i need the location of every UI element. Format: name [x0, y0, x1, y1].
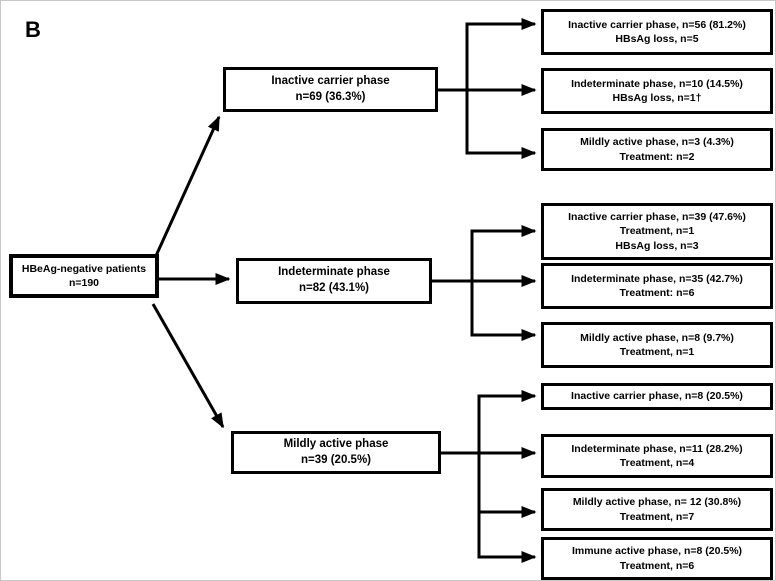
node-text-line: Treatment: n=6 — [619, 287, 695, 299]
node-text-line: Mildly active phase, n= 12 (30.8%) — [572, 496, 742, 509]
node-text-line: Treatment, n=6 — [619, 559, 695, 572]
node-text-line: Treatment, n=4 — [619, 457, 695, 469]
node-text-line: Inactive carrier phase, n=39 (47.6%) — [568, 211, 746, 224]
node-text-line: Indeterminate phase — [278, 266, 390, 279]
outcome-node-inactive-to-inactive: Inactive carrier phase, n=56 (81.2%) HBs… — [541, 9, 773, 55]
node-text-line: HBeAg-negative patients — [21, 262, 147, 275]
outcome-node-mildly-to-inactive: Inactive carrier phase, n=8 (20.5%) — [541, 383, 773, 410]
phase-node-inactive-carrier: Inactive carrier phase n=69 (36.3%) — [223, 67, 438, 112]
outcome-node-inactive-to-mildly-active: Mildly active phase, n=3 (4.3%) Treatmen… — [541, 128, 773, 171]
panel-label: B — [25, 17, 41, 42]
node-text-line: Treatment, n=7 — [619, 510, 695, 523]
node-text-line: n=39 (20.5%) — [301, 453, 371, 466]
node-text-line: Mildly active phase, n=8 (9.7%) — [580, 331, 734, 344]
node-text-line: Treatment: n=2 — [619, 150, 695, 163]
node-text-line: n=69 (36.3%) — [295, 90, 366, 103]
node-text-line: Indeterminate phase, n=10 (14.5%) — [571, 77, 743, 90]
arrow-root-to-inactive — [153, 115, 221, 259]
outcome-node-inactive-to-indeterminate: Indeterminate phase, n=10 (14.5%) HBsAg … — [541, 68, 773, 114]
node-text-line: Inactive carrier phase, n=8 (20.5%) — [571, 390, 743, 403]
outcome-node-indeterminate-to-inactive: Inactive carrier phase, n=39 (47.6%) Tre… — [541, 203, 773, 260]
node-text-line: Mildly active phase, n=3 (4.3%) — [580, 136, 734, 149]
node-text-line: HBsAg loss, n=5 — [615, 33, 699, 45]
outcome-node-mildly-to-immune-active: Immune active phase, n=8 (20.5%) Treatme… — [541, 537, 773, 580]
node-text-line: Treatment, n=1 — [619, 346, 695, 358]
node-text-line: n=190 — [68, 277, 100, 289]
node-text-line: Mildly active phase — [283, 437, 389, 450]
node-text-line: Inactive carrier phase — [271, 74, 390, 87]
outcome-node-mildly-to-indeterminate: Indeterminate phase, n=11 (28.2%) Treatm… — [541, 434, 773, 478]
outcome-node-indeterminate-to-indeterminate: Indeterminate phase, n=35 (42.7%) Treatm… — [541, 263, 773, 309]
node-text-line: Indeterminate phase, n=35 (42.7%) — [571, 272, 743, 285]
outcome-node-indeterminate-to-mildly-active: Mildly active phase, n=8 (9.7%) Treatmen… — [541, 322, 773, 368]
node-text-line: Inactive carrier phase, n=56 (81.2%) — [568, 18, 746, 31]
root-node: HBeAg-negative patients n=190 — [9, 254, 159, 298]
phase-node-mildly-active: Mildly active phase n=39 (20.5%) — [231, 431, 441, 474]
outcome-node-mildly-to-mildly-active: Mildly active phase, n= 12 (30.8%) Treat… — [541, 488, 773, 531]
node-text-line: Indeterminate phase, n=11 (28.2%) — [571, 442, 743, 455]
node-text-line: Treatment, n=1 — [619, 225, 695, 238]
node-text-line: HBsAg loss, n=1† — [612, 92, 702, 104]
node-text-line: Immune active phase, n=8 (20.5%) — [571, 545, 743, 558]
arrow-root-to-mildly-active — [151, 303, 225, 429]
phase-node-indeterminate: Indeterminate phase n=82 (43.1%) — [236, 258, 432, 304]
node-text-line: HBsAg loss, n=3 — [615, 239, 699, 252]
node-text-line: n=82 (43.1%) — [299, 282, 369, 294]
